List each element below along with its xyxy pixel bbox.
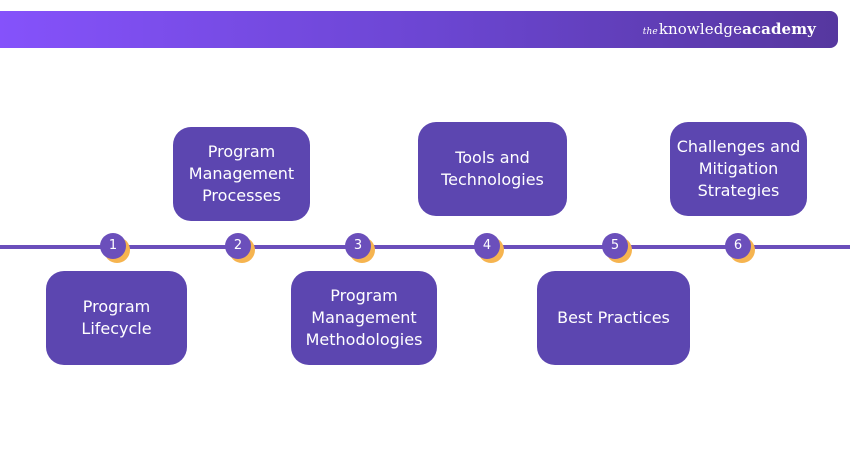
step-label: Program Lifecycle xyxy=(81,297,152,338)
step-card-3: Program Management Methodologies xyxy=(291,271,437,365)
brand-part1: knowledge xyxy=(658,20,743,38)
step-number: 2 xyxy=(225,233,251,259)
header-banner: theknowledgeacademy xyxy=(0,11,838,48)
step-marker-5: 5 xyxy=(602,233,632,263)
step-marker-6: 6 xyxy=(725,233,755,263)
step-card-5: Best Practices xyxy=(537,271,690,365)
step-number: 1 xyxy=(100,233,126,259)
step-card-2: Program Management Processes xyxy=(173,127,310,221)
brand-logo: theknowledgeacademy xyxy=(643,20,816,38)
step-number: 3 xyxy=(345,233,371,259)
step-label: Program Management Methodologies xyxy=(305,286,423,349)
step-number: 4 xyxy=(474,233,500,259)
step-label: Tools and Technologies xyxy=(441,148,544,189)
step-marker-1: 1 xyxy=(100,233,130,263)
step-marker-2: 2 xyxy=(225,233,255,263)
step-card-4: Tools and Technologies xyxy=(418,122,567,216)
step-marker-3: 3 xyxy=(345,233,375,263)
step-marker-4: 4 xyxy=(474,233,504,263)
step-card-1: Program Lifecycle xyxy=(46,271,187,365)
brand-part2: academy xyxy=(742,20,816,38)
brand-prefix: the xyxy=(642,27,658,37)
timeline-line xyxy=(0,245,850,249)
step-card-6: Challenges and Mitigation Strategies xyxy=(670,122,807,216)
step-number: 5 xyxy=(602,233,628,259)
step-number: 6 xyxy=(725,233,751,259)
step-label: Challenges and Mitigation Strategies xyxy=(676,137,801,200)
step-label: Best Practices xyxy=(557,308,670,327)
step-label: Program Management Processes xyxy=(188,142,295,205)
